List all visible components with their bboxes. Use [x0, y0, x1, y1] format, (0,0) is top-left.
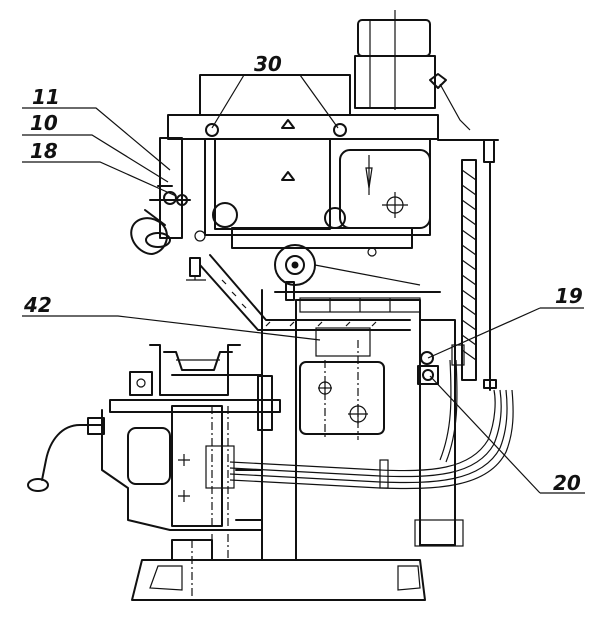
- callout-10: 10: [30, 111, 58, 135]
- callout-18: 18: [30, 139, 58, 163]
- cable-bundle: [229, 359, 514, 490]
- inclined-support: [199, 244, 441, 331]
- machine-base: [131, 540, 426, 601]
- leader-lines: [22, 74, 585, 494]
- callout-11: 11: [32, 85, 60, 109]
- callout-20: 20: [553, 471, 581, 495]
- callout-19: 19: [555, 284, 583, 308]
- vertical-screw: [437, 139, 499, 391]
- motor: [354, 10, 471, 131]
- callout-30: 30: [254, 52, 282, 76]
- spindle-head: [159, 74, 439, 249]
- callout-42: 42: [23, 293, 52, 317]
- lever-assembly: [130, 185, 206, 281]
- knee-assembly: [101, 344, 281, 561]
- crank-handle: [27, 417, 105, 492]
